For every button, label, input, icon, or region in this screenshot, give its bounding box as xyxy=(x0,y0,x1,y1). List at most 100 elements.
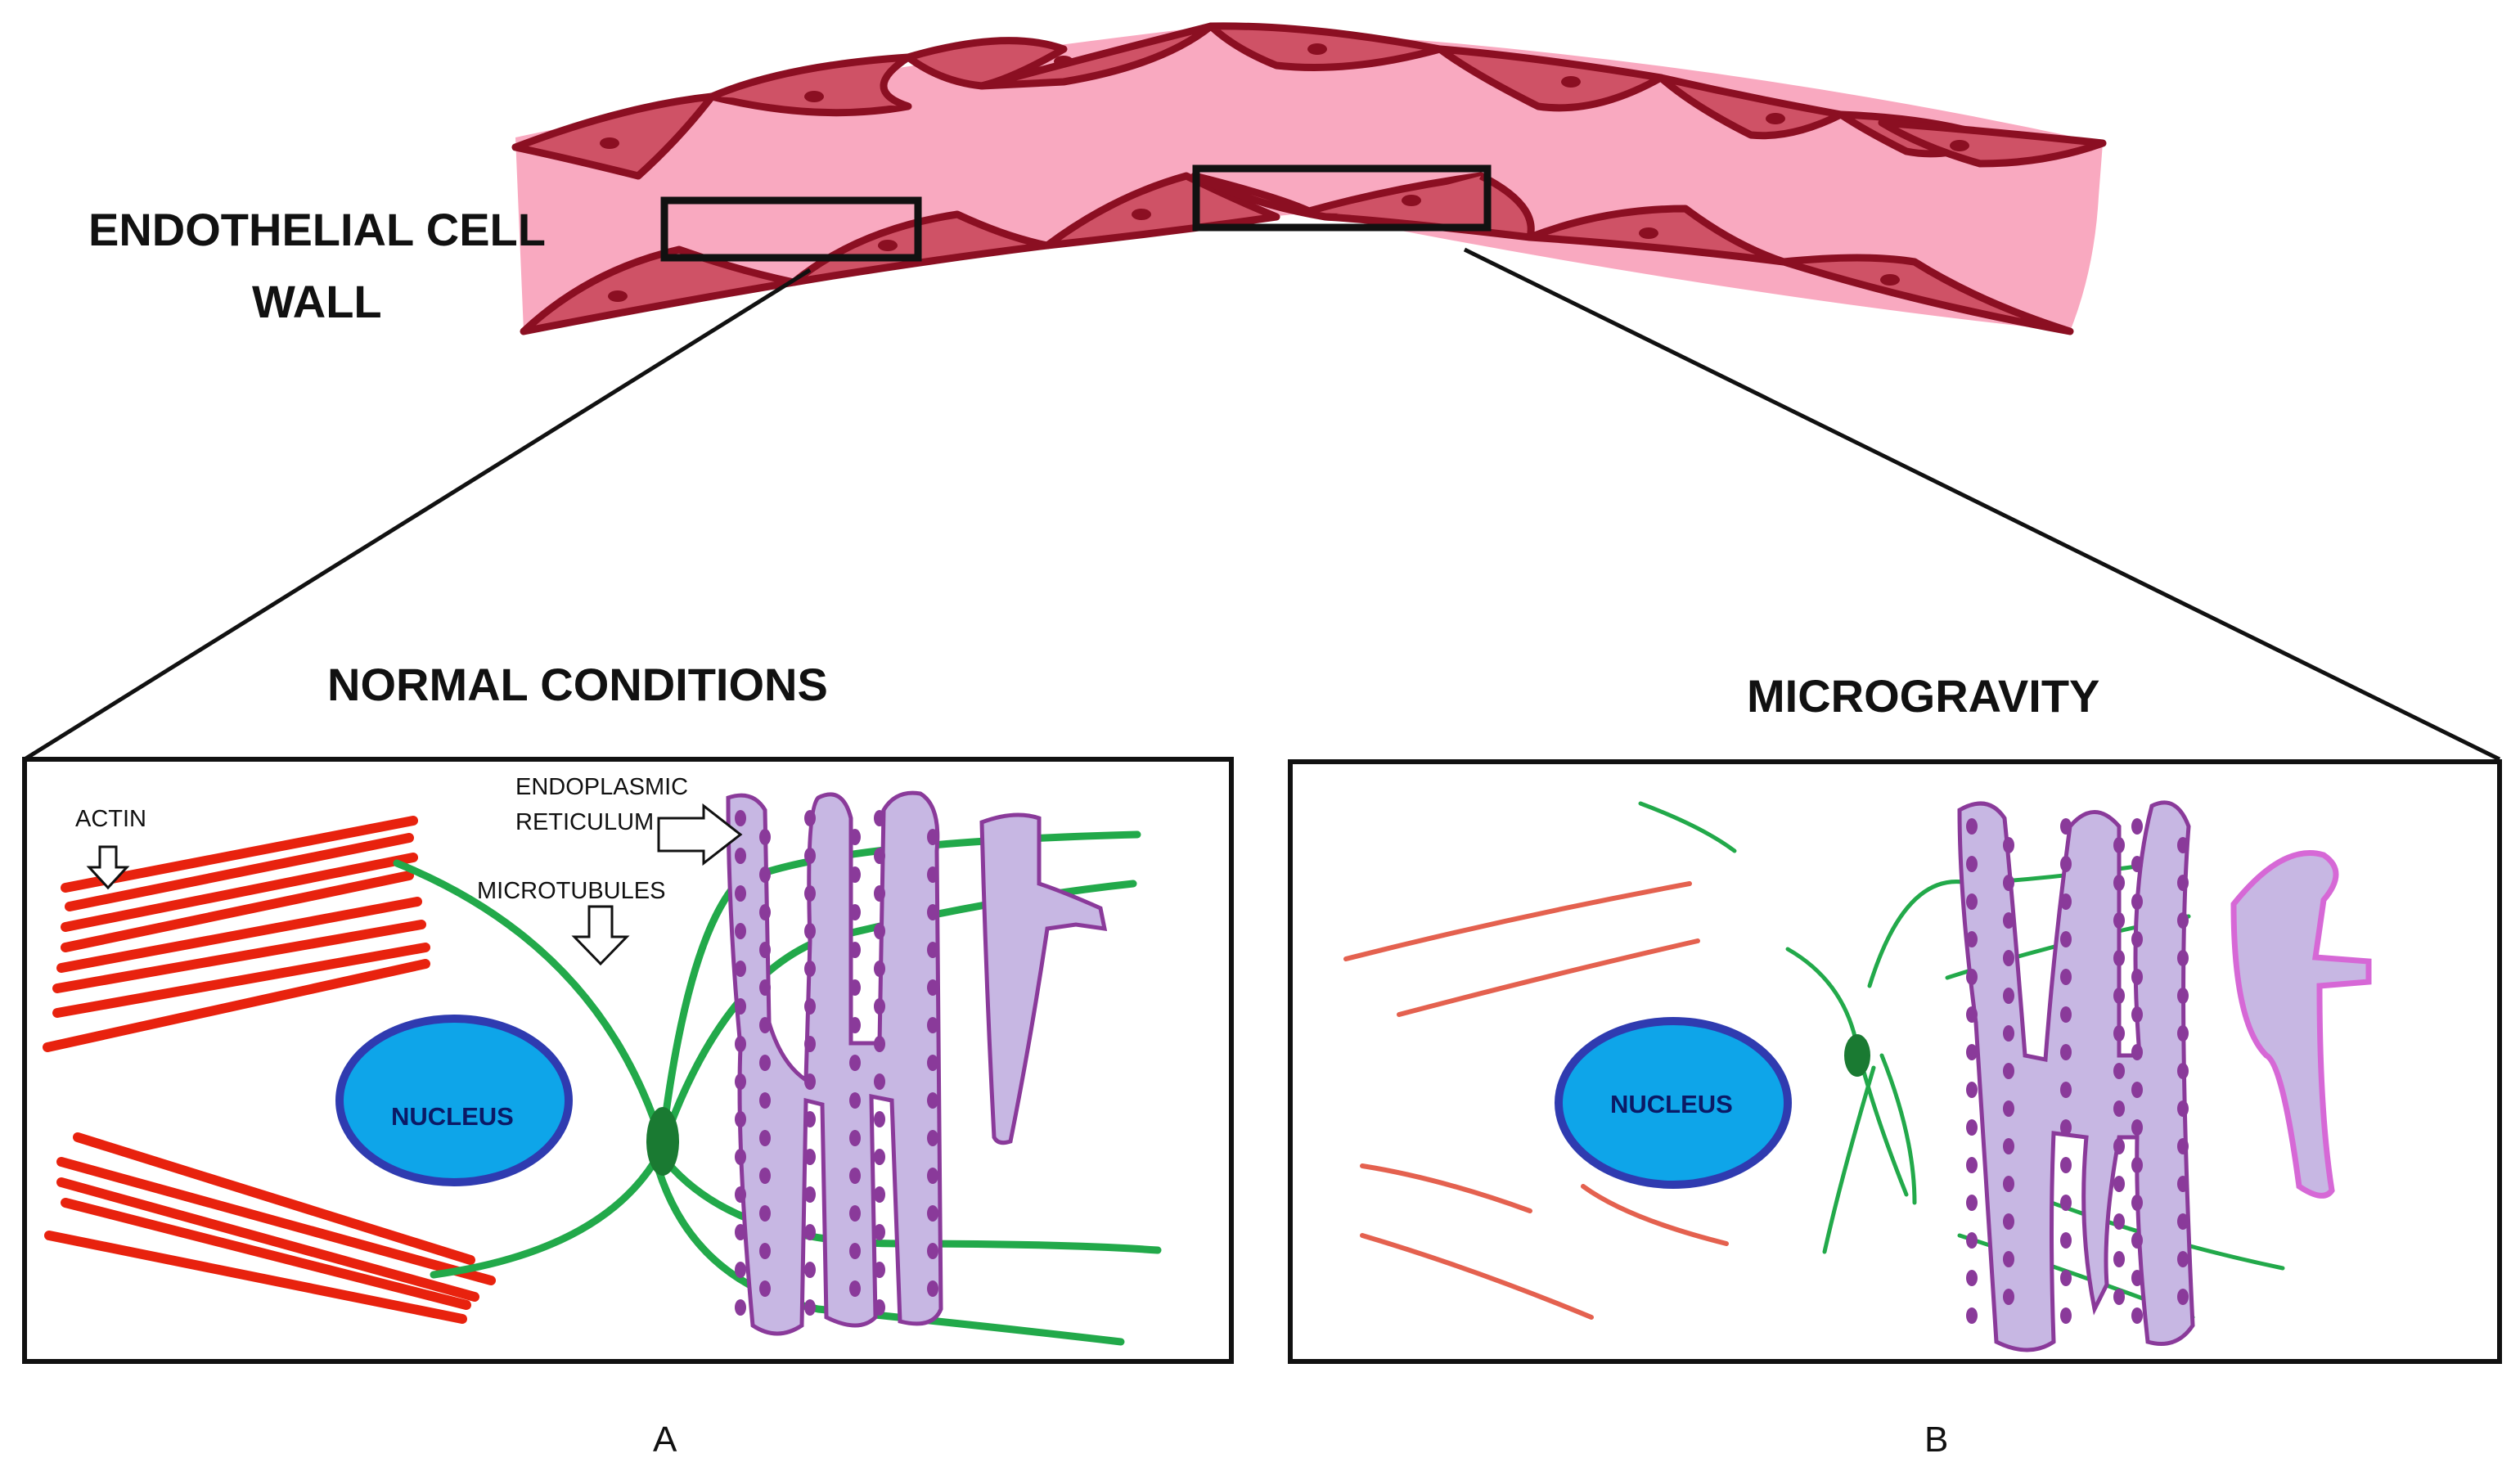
microtubules-label: MICROTUBULES xyxy=(477,878,666,904)
ribosome-dot xyxy=(2177,912,2189,929)
ribosome-dot xyxy=(2177,988,2189,1004)
panel-a-actin-fibers xyxy=(43,816,496,1324)
ribosome-dot xyxy=(927,1205,938,1222)
ribosome-dot xyxy=(874,998,885,1015)
ribosome-dot xyxy=(2060,1044,2072,1060)
ribosome-dot xyxy=(735,1111,746,1127)
ribosome-dot xyxy=(927,829,938,845)
ribosome-dot xyxy=(2131,1119,2143,1136)
bottom-cell-row xyxy=(520,172,2074,335)
ribosome-dot xyxy=(2113,1138,2125,1154)
ribosome-dot xyxy=(849,1168,861,1184)
ribosome-dot xyxy=(759,904,771,920)
ribosome-dot xyxy=(2060,1082,2072,1098)
ribosome-dot xyxy=(1966,1006,1978,1023)
ribosome-dot xyxy=(849,942,861,958)
ribosome-dot xyxy=(874,1262,885,1278)
ribosome-dot xyxy=(1966,1195,1978,1211)
ribosome-dot xyxy=(735,1073,746,1090)
panel-b-er-ribosomes xyxy=(1966,818,2189,1324)
ribosome-dot xyxy=(2177,1176,2189,1192)
ribosome-dot xyxy=(2113,950,2125,966)
ribosome-dot xyxy=(2003,1138,2014,1154)
ribosome-dot xyxy=(804,1149,816,1165)
ribosome-dot xyxy=(849,1017,861,1033)
ribosome-dot xyxy=(804,961,816,977)
ribosome-dot xyxy=(735,1036,746,1052)
panel-b-actin-fibers xyxy=(1343,881,1729,1320)
ribosome-dot xyxy=(874,1149,885,1165)
ribosome-dot xyxy=(735,1186,746,1203)
panel-b-nucleus xyxy=(1555,1017,1792,1189)
ribosome-dot xyxy=(1966,1307,1978,1324)
ribosome-dot xyxy=(2177,837,2189,853)
ribosome-dot xyxy=(2131,818,2143,835)
ribosome-dot xyxy=(804,848,816,864)
ribosome-dot xyxy=(759,1243,771,1259)
ribosome-dot xyxy=(804,998,816,1015)
ribosome-dot xyxy=(2060,893,2072,910)
ribosome-dot xyxy=(1966,1044,1978,1060)
ribosome-dot xyxy=(874,1111,885,1127)
ribosome-dot xyxy=(804,1036,816,1052)
ribosome-dot xyxy=(849,829,861,845)
ribosome-dot xyxy=(2177,1289,2189,1305)
ribosome-dot xyxy=(735,1149,746,1165)
panel-a-golgi xyxy=(979,812,1108,1145)
panel-a-endoplasmic-reticulum xyxy=(726,790,1108,1336)
panel-a-title: NORMAL CONDITIONS xyxy=(327,659,828,710)
ribosome-dot xyxy=(1966,893,1978,910)
ribosome-dot xyxy=(2177,1138,2189,1154)
ribosome-dot xyxy=(804,810,816,826)
ribosome-dot xyxy=(2060,818,2072,835)
ribosome-dot xyxy=(927,866,938,883)
panel-a-er-ribosomes xyxy=(735,810,938,1316)
zoom-box-b xyxy=(1192,164,1492,232)
ribosome-dot xyxy=(759,829,771,845)
ribosome-dot xyxy=(804,923,816,939)
ribosome-dot xyxy=(735,923,746,939)
ribosome-dot xyxy=(927,1168,938,1184)
down-arrow-icon xyxy=(86,845,130,890)
ribosome-dot xyxy=(874,961,885,977)
ribosome-dot xyxy=(874,1299,885,1316)
ribosome-dot xyxy=(2177,875,2189,891)
ribosome-dot xyxy=(804,1073,816,1090)
ribosome-dot xyxy=(1966,1082,1978,1098)
ribosome-dot xyxy=(804,1186,816,1203)
ribosome-dot xyxy=(874,1186,885,1203)
ribosome-dot xyxy=(2131,1006,2143,1023)
wall-label-line2: WALL xyxy=(252,276,382,327)
nucleus-label-b: NUCLEUS xyxy=(1610,1090,1733,1118)
ribosome-dot xyxy=(2113,912,2125,929)
ribosome-dot xyxy=(927,1055,938,1071)
panel-a-letter: A xyxy=(653,1420,677,1460)
ribosome-dot xyxy=(1966,818,1978,835)
ribosome-dot xyxy=(759,1017,771,1033)
ribosome-dot xyxy=(2060,1157,2072,1173)
ribosome-dot xyxy=(2113,1251,2125,1267)
ribosome-dot xyxy=(2131,1270,2143,1286)
ribosome-dot xyxy=(927,1017,938,1033)
ribosome-dot xyxy=(2177,1251,2189,1267)
ribosome-dot xyxy=(1966,1119,1978,1136)
ribosome-dot xyxy=(2003,950,2014,966)
ribosome-dot xyxy=(849,1205,861,1222)
ribosome-dot xyxy=(1966,969,1978,985)
ribosome-dot xyxy=(2060,969,2072,985)
ribosome-dot xyxy=(1966,1270,1978,1286)
ribosome-dot xyxy=(927,904,938,920)
ribosome-dot xyxy=(2131,1082,2143,1098)
ribosome-dot xyxy=(927,1130,938,1146)
ribosome-dot xyxy=(849,1280,861,1297)
ribosome-dot xyxy=(927,1243,938,1259)
ribosome-dot xyxy=(2003,988,2014,1004)
ribosome-dot xyxy=(804,1224,816,1240)
ribosome-dot xyxy=(2003,912,2014,929)
ribosome-dot xyxy=(2113,988,2125,1004)
ribosome-dot xyxy=(804,1299,816,1316)
ribosome-dot xyxy=(2131,893,2143,910)
ribosome-dot xyxy=(927,1280,938,1297)
ribosome-dot xyxy=(2131,1195,2143,1211)
ribosome-dot xyxy=(927,1092,938,1109)
